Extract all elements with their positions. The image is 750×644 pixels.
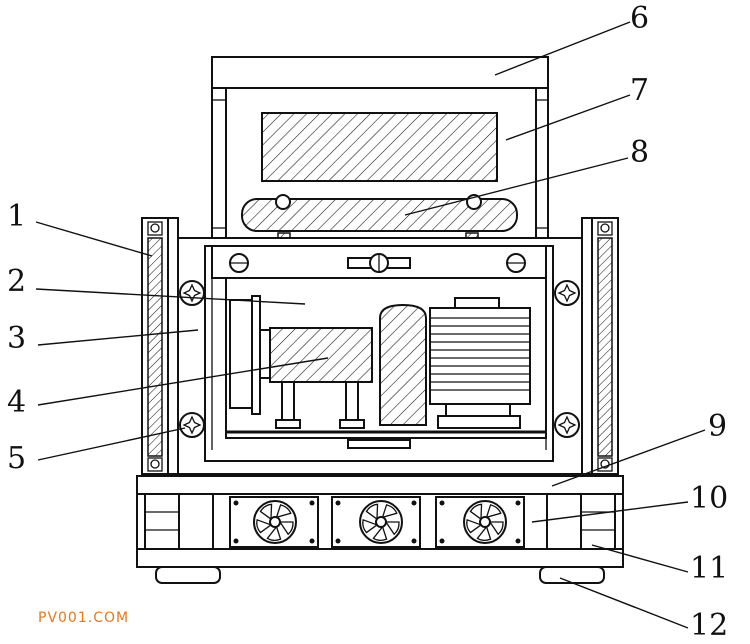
- internal-components: [226, 295, 546, 449]
- right-column: [581, 217, 619, 475]
- display-panel: [261, 112, 498, 182]
- leader-line: [37, 357, 329, 406]
- leader-lines: [35, 21, 706, 629]
- label-12: 12: [690, 608, 728, 643]
- label-10: 10: [690, 481, 728, 516]
- label-6: 6: [630, 1, 649, 36]
- label-2: 2: [7, 264, 26, 299]
- fan-unit: [435, 496, 525, 548]
- label-4: 4: [7, 385, 26, 420]
- leader-line: [35, 288, 306, 305]
- label-7: 7: [630, 73, 649, 108]
- leader-line: [37, 329, 199, 346]
- leader-line: [37, 427, 186, 461]
- label-1: 1: [7, 199, 26, 234]
- label-5: 5: [7, 441, 26, 476]
- reference-numerals: 1 2 3 4 5 6 7 8 9 10 11 12: [7, 1, 728, 643]
- leader-line: [35, 221, 153, 257]
- watermark: PV001.COM: [38, 610, 129, 626]
- leader-line: [404, 157, 629, 216]
- leader-line: [505, 94, 631, 141]
- fan-unit: [331, 496, 421, 548]
- leader-line: [551, 429, 706, 487]
- wall-bolts: [179, 280, 580, 438]
- leader-line: [591, 544, 689, 573]
- leader-line: [559, 577, 689, 629]
- latch-bar: [229, 253, 526, 273]
- fan-unit: [229, 496, 319, 548]
- label-11: 11: [690, 551, 728, 586]
- left-column: [141, 217, 179, 475]
- feet: [155, 566, 605, 584]
- leader-line: [531, 501, 689, 523]
- label-3: 3: [7, 321, 26, 356]
- fan-row: [229, 496, 525, 548]
- leader-line: [494, 21, 631, 76]
- label-8: 8: [630, 135, 649, 170]
- base-leg-blocks: [144, 493, 616, 550]
- label-9: 9: [708, 409, 727, 444]
